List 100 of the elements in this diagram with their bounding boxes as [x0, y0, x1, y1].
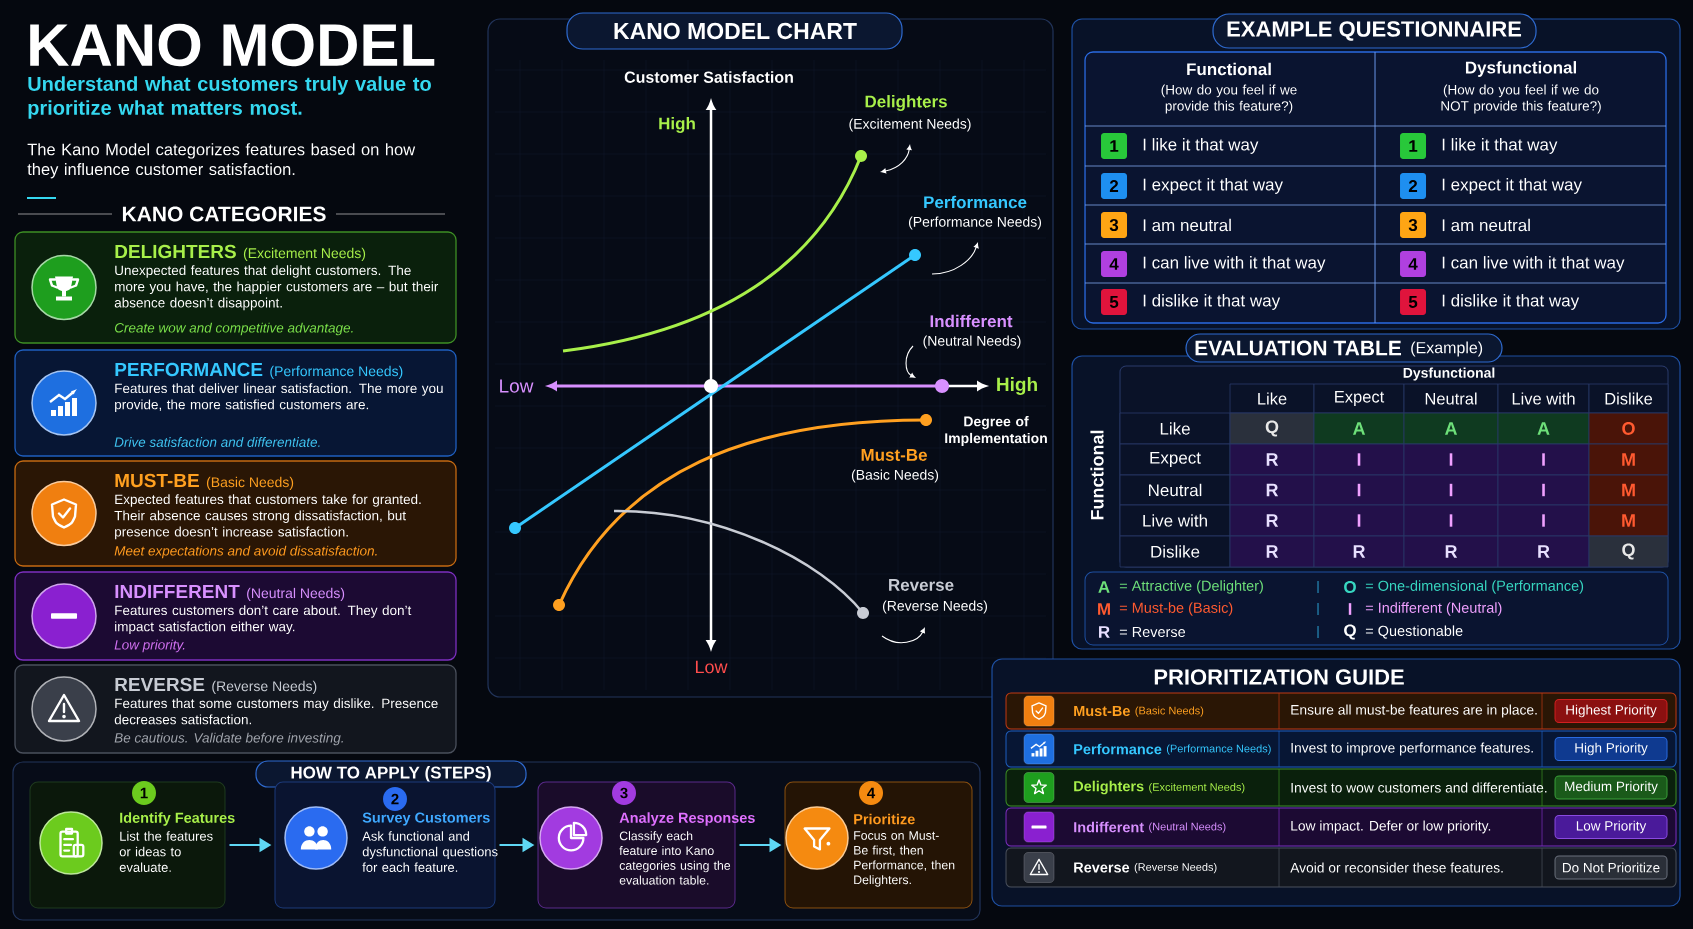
cell-letter: I: [1357, 514, 1361, 527]
answer-option: I expect it that way: [1442, 178, 1582, 194]
step-card: [29, 781, 235, 909]
axis-label: High: [997, 377, 1037, 395]
cell-letter: I: [1357, 483, 1361, 497]
card-description: Expected features that customers take for granted. Their absence causes strong dissatisfaction, but presence doesn’t increase satisfaction.: [114, 494, 421, 540]
category-name: Indifferent: [1074, 821, 1144, 833]
number-badge: 1: [1101, 133, 1127, 159]
answer-option: I like it that way: [1442, 138, 1558, 154]
header-text: Neutral: [1149, 483, 1202, 497]
key-letter: A: [1098, 581, 1110, 593]
card-heading: DELIGHTERS: [115, 244, 236, 259]
cell-letter: R: [1353, 545, 1366, 558]
card-tagline: Meet expectations and avoid dissatisfaction.: [114, 545, 377, 559]
card-tagline: Be cautious. Validate before investing.: [114, 732, 343, 746]
step-card: [537, 781, 755, 909]
heading-note: (Example): [1411, 341, 1483, 357]
number-badge: 2: [1400, 173, 1426, 199]
cell-letter: I: [1542, 514, 1545, 527]
key-text: = Questionable: [1365, 625, 1463, 639]
category-card: [14, 349, 457, 457]
key-text: = One-dimensional (Performance): [1365, 580, 1584, 594]
needs-label: (Reverse Needs): [1134, 862, 1217, 874]
needs-label: (Performance Needs): [1166, 744, 1271, 755]
number-badge: 4: [1101, 251, 1127, 277]
answer-option: I can live with it that way: [1442, 256, 1625, 272]
cell-letter: A: [1352, 422, 1366, 435]
step-title: Identify Features: [120, 812, 235, 826]
step-title: Analyze Responses: [619, 812, 755, 826]
category-card: [14, 460, 457, 567]
card-tagline: Create wow and competitive advantage.: [114, 322, 353, 336]
header-text: Like: [1160, 422, 1190, 435]
card-tagline: Low priority.: [114, 639, 185, 653]
step-number: 3: [612, 781, 636, 805]
answer-option: I dislike it that way: [1143, 294, 1281, 310]
step-card: [784, 781, 973, 909]
column-subheader: (How do you feel if we provide this feature?): [1161, 84, 1297, 114]
step-description: Classify each feature into Kano categories using the evaluation table.: [619, 831, 731, 885]
axis-label: Low: [696, 660, 728, 674]
card-tagline: Drive satisfaction and differentiate.: [114, 437, 320, 447]
cell-letter: R: [1445, 545, 1458, 558]
heading-text: KANO MODEL CHART: [614, 22, 857, 40]
action-text: Invest to wow customers and differentiate.: [1291, 782, 1547, 793]
action-text: Invest to improve performance features.: [1291, 742, 1533, 756]
axis-title: Customer Satisfaction: [624, 71, 793, 83]
answer-option: I am neutral: [1442, 218, 1530, 232]
needs-label: (Excitement Needs): [243, 247, 366, 261]
cell-letter: A: [1445, 422, 1458, 435]
key-letter: Q: [1344, 624, 1356, 640]
category-card: [14, 231, 457, 344]
step-title: Survey Customers: [362, 812, 490, 826]
step-description: List the features or ideas to evaluate.: [119, 831, 213, 872]
cell-letter: I: [1449, 483, 1453, 497]
answer-option: I expect it that way: [1143, 178, 1283, 194]
number-badge: 5: [1101, 289, 1127, 315]
header-text: Dislike: [1151, 545, 1200, 558]
curve-label: (Performance Needs): [908, 216, 1042, 230]
needs-label: (Reverse Needs): [212, 680, 317, 694]
priority-badge: High Priority: [1554, 737, 1668, 761]
number-badge: 3: [1400, 212, 1426, 238]
card-description: Features that deliver linear satisfaction. The more you provide, the more satisfied customers are.: [115, 383, 443, 412]
key-letter: R: [1099, 626, 1110, 638]
panel-heading: HOW TO APPLY (STEPS): [291, 766, 491, 782]
needs-label: (Neutral Needs): [1149, 822, 1226, 833]
cell-letter: I: [1357, 453, 1361, 466]
curve-label: (Neutral Needs): [923, 335, 1021, 349]
header-text: Live with: [1512, 392, 1575, 405]
curve-label: (Basic Needs): [851, 469, 939, 483]
needs-label: (Excitement Needs): [1149, 782, 1245, 794]
answer-option: I am neutral: [1143, 218, 1231, 232]
header-text: Like: [1258, 392, 1287, 405]
step-number: 2: [383, 787, 407, 811]
card-heading: INDIFFERENT: [115, 584, 240, 598]
axis-title: Degree of Implementation: [945, 416, 1047, 446]
curve-label: Performance: [924, 195, 1027, 209]
cell-letter: I: [1449, 453, 1453, 466]
number-badge: 1: [1400, 133, 1426, 159]
number-badge: 3: [1101, 212, 1127, 238]
cell-letter: I: [1542, 483, 1545, 497]
header-text: Neutral: [1425, 392, 1477, 405]
step-card: [274, 781, 498, 909]
cell-letter: I: [1542, 453, 1545, 466]
cell-letter: R: [1266, 545, 1279, 558]
curve-label: Delighters: [865, 95, 947, 111]
title: KANO MODEL: [30, 23, 435, 67]
header-text: Expect: [1335, 391, 1385, 406]
number-badge: 5: [1400, 289, 1426, 315]
key-text: = Indifferent (Neutral): [1365, 602, 1502, 616]
cell-letter: R: [1266, 483, 1279, 497]
curve-label: (Reverse Needs): [882, 600, 987, 614]
cell-letter: M: [1622, 483, 1635, 497]
header-text: Expect: [1150, 451, 1201, 468]
cell-letter: R: [1266, 453, 1279, 466]
card-description: Features customers don’t care about. They don’t impact satisfaction either way.: [115, 605, 412, 634]
column-group-header: Dysfunctional: [1403, 367, 1495, 381]
cell-letter: M: [1622, 514, 1635, 527]
card-description: Unexpected features that delight customers. The more you have, the happier customers are – but their absence doesn’t disappoint.: [114, 265, 439, 311]
action-text: Avoid or reconsider these features.: [1290, 862, 1503, 873]
priority-badge: Low Priority: [1554, 815, 1668, 839]
intro-text: The Kano Model categorizes features based on how they influence customer satisfaction.: [27, 143, 416, 179]
